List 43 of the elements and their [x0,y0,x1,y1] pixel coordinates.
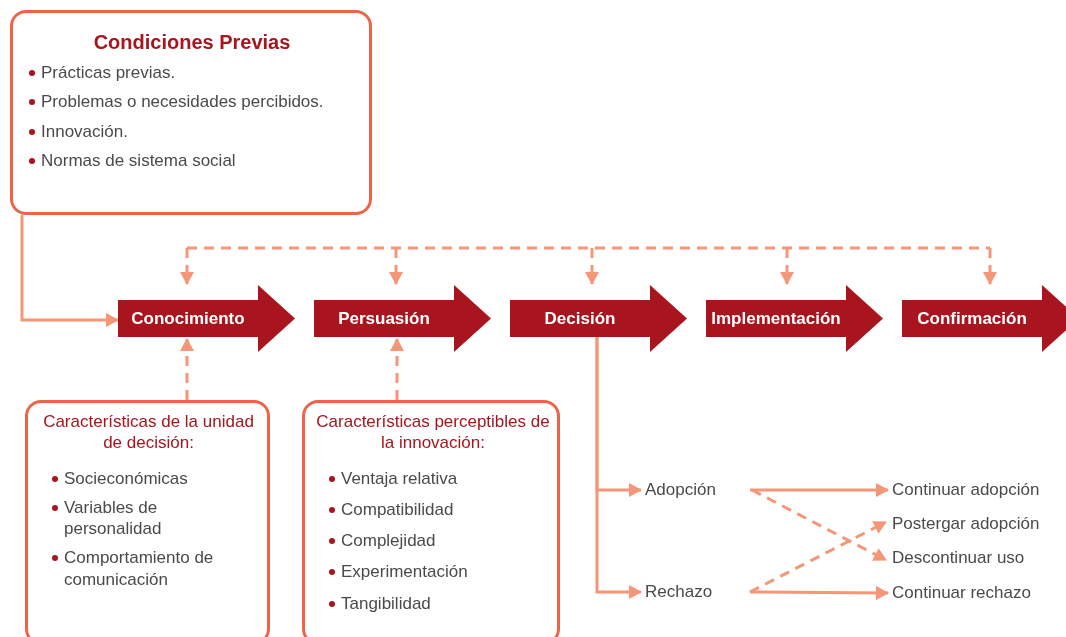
arrow [750,483,889,497]
outcome-label: Descontinuar uso [892,546,1066,570]
bullet-text: Problemas o necesidades percibidos. [41,91,324,113]
step-label: Implementación [710,307,842,330]
step-label: Confirmación [916,307,1028,330]
dashed-line [187,246,990,250]
outcome-label: Postergar adopción [892,512,1066,536]
bullet-text: Innovación. [41,120,128,142]
bullet-text: Complejidad [341,530,436,552]
dashed-arrow [585,248,599,285]
step-label: Decisión [543,307,617,330]
dashed-arrow [751,488,887,562]
dashed-arrow [983,248,997,285]
bullet-text: Socieconómicas [64,467,188,489]
bullet-text: Ventaja relativa [341,467,458,489]
rounded-box [302,400,560,637]
bullet-text: Tangibilidad [341,592,431,614]
box-heading: Características perceptibles de la innovación: [315,411,551,454]
bullet-text: Compatibilidad [341,498,454,520]
box-heading: Condiciones Previas [92,31,292,54]
bullet-text: Experimentación [341,561,468,583]
arrow [750,585,889,600]
dashed-arrow [780,248,794,285]
rounded-box [10,10,372,215]
outcome-label: Rechazo [645,580,745,604]
arrow [595,337,642,599]
dashed-arrow [389,248,403,285]
outcome-label: Continuar rechazo [892,581,1066,605]
dashed-arrow [180,248,194,285]
bullet-text: Variables de personalidad [64,496,163,540]
step-label: Persuasión [337,307,431,330]
outcome-label: Continuar adopción [892,478,1066,502]
bullet-text: Normas de sistema social [41,149,236,171]
rounded-box [25,400,270,637]
bullet-text: Comportamiento de comunicación [64,547,215,590]
arrow [20,215,119,327]
bullet-text: Prácticas previas. [41,62,176,84]
dashed-arrow [390,338,404,400]
step-label: Conocimiento [130,307,246,330]
dashed-arrow [749,520,887,594]
outcome-label: Adopción [645,478,745,502]
box-heading: Características de la unidad de decisión: [42,411,255,454]
dashed-arrow [180,338,194,400]
